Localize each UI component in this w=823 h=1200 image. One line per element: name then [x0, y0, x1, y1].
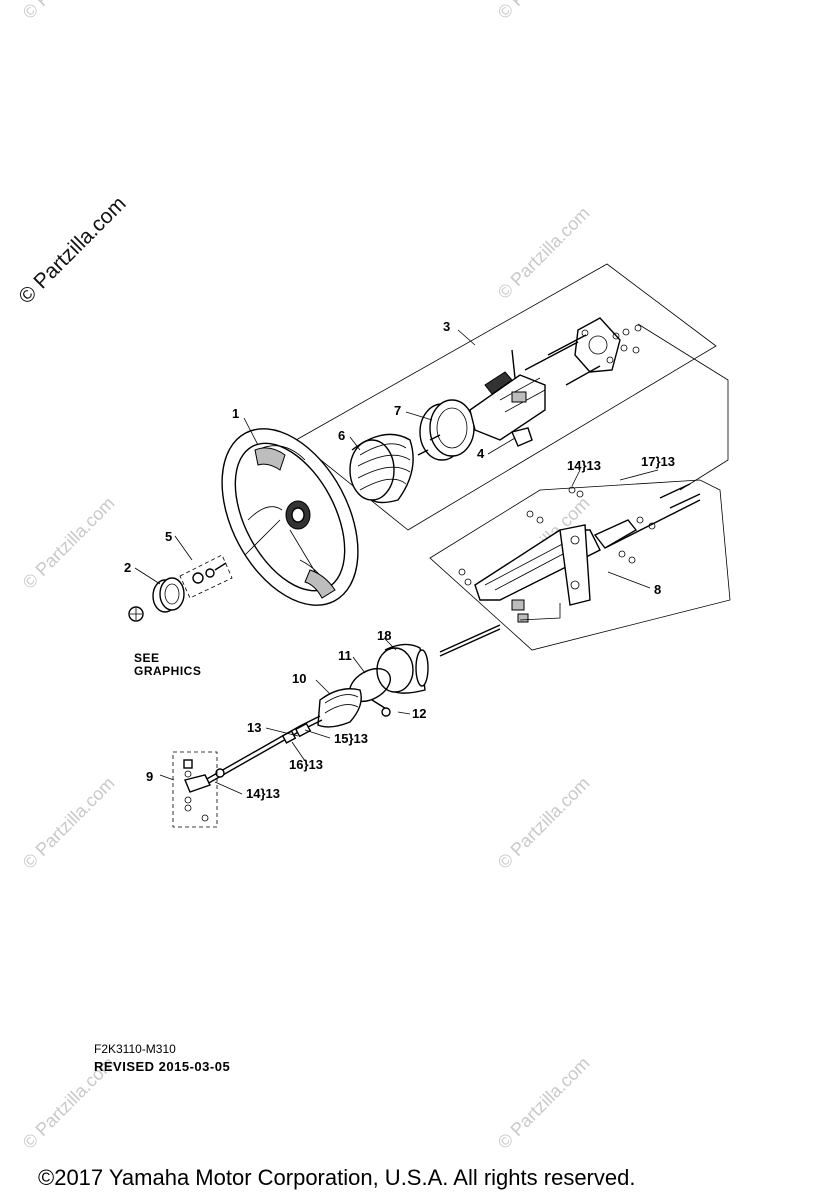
callout-8: 8	[654, 582, 661, 597]
callout-14-13-bottom: 14}13	[246, 786, 280, 801]
callout-2: 2	[124, 560, 131, 575]
bolt-part-12	[381, 707, 391, 717]
nut-part-5	[179, 554, 233, 599]
callout-10: 10	[292, 671, 306, 686]
callout-7: 7	[394, 403, 401, 418]
leader-lines	[134, 329, 659, 795]
callout-9: 9	[146, 769, 153, 784]
see-graphics-line-2: GRAPHICS	[134, 664, 201, 678]
joint-part-9	[172, 751, 218, 828]
callout-6: 6	[338, 428, 345, 443]
callout-18: 18	[377, 628, 391, 643]
callout-15-13: 15}13	[334, 731, 368, 746]
cable-assembly	[204, 624, 501, 785]
boot-part-10	[317, 688, 362, 728]
watermark: © Partzilla.com	[494, 203, 594, 303]
watermark: © Partzilla.com	[494, 1053, 594, 1153]
emblem	[128, 606, 144, 622]
callout-1: 1	[232, 406, 239, 421]
callout-17-13: 17}13	[641, 454, 675, 469]
callout-12: 12	[412, 706, 426, 721]
column-body	[469, 371, 546, 441]
watermark: © Partzilla.com	[19, 493, 119, 593]
block-part-4	[511, 427, 533, 447]
leader-plate-to-bracket	[637, 323, 729, 491]
mounting-plate	[574, 317, 621, 373]
watermark: © Partzilla.com	[19, 773, 119, 873]
callout-labels: 1 2 3 4 5 6 7 8 9 10 11 12 13 14}13 17}1…	[124, 319, 675, 801]
bracket-assembly-part-8	[429, 479, 731, 651]
boot-part-6	[349, 433, 414, 504]
callout-3: 3	[443, 319, 450, 334]
callout-13: 13	[247, 720, 261, 735]
steering-wheel-part-1	[221, 428, 359, 606]
hardware	[417, 324, 642, 456]
callout-11: 11	[338, 648, 352, 663]
watermark-main: © Partzilla.com	[14, 192, 130, 308]
revised-date: REVISED 2015-03-05	[94, 1059, 230, 1074]
see-graphics-line-1: SEE	[134, 651, 160, 665]
hub-cover-part-2	[152, 577, 185, 613]
drawing-code: F2K3110-M310	[94, 1042, 176, 1056]
see-graphics-note: SEE GRAPHICS	[134, 651, 201, 678]
ring-part-7	[419, 399, 475, 461]
watermark: © Partzilla.com	[19, 0, 119, 23]
boot-part-18	[376, 643, 429, 694]
callout-16-13: 16}13	[289, 757, 323, 772]
steering-column-assembly	[295, 263, 729, 531]
callout-4: 4	[477, 446, 485, 461]
copyright-notice: ©2017 Yamaha Motor Corporation, U.S.A. A…	[38, 1165, 635, 1190]
callout-5: 5	[165, 529, 172, 544]
watermark: © Partzilla.com	[494, 0, 594, 23]
assembly-8-outline	[429, 479, 731, 651]
callout-14-13-top: 14}13	[567, 458, 601, 473]
watermark: © Partzilla.com	[494, 773, 594, 873]
